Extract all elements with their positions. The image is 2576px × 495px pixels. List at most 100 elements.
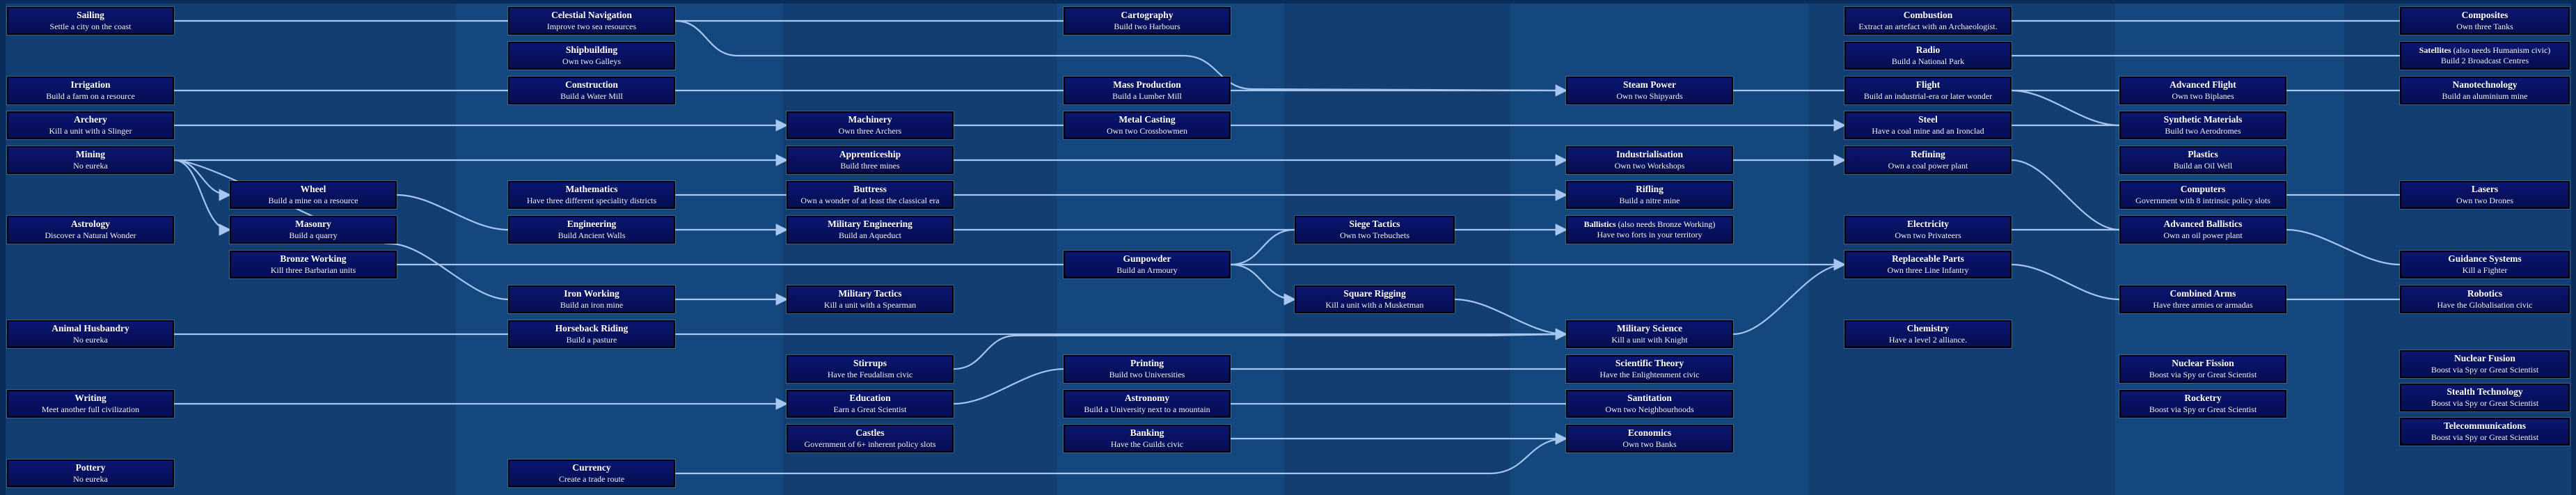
tech-title-line: Writing (74, 393, 106, 404)
tech-eureka: Build an iron mine (560, 300, 624, 311)
tech-name: Ballistics (1583, 219, 1616, 230)
tech-name: Wheel (300, 184, 326, 195)
tech-eureka: Government with 8 intrinsic policy slots (2135, 196, 2270, 206)
tech-title-line: Replaceable Parts (1892, 253, 1964, 265)
edge-refining-advanced_ballistics (2011, 159, 2120, 231)
tech-title-line: Steel (1918, 114, 1938, 126)
tech-eureka: Build a mine on a resource (268, 196, 358, 206)
tech-eureka: Boost via Spy or Great Scientist (2431, 365, 2539, 375)
tech-eureka: Build three mines (840, 161, 900, 171)
tech-eureka: Own two Biplanes (2172, 91, 2234, 102)
tech-title-line: Military Tactics (838, 288, 901, 300)
tech-title-line: Combustion (1904, 10, 1953, 22)
tech-name: Cartography (1121, 10, 1174, 21)
tech-eureka: Discover a Natural Wonder (45, 230, 136, 241)
tech-name: Nanotechnology (2452, 79, 2518, 91)
tech-title-line: Nanotechnology (2452, 79, 2517, 91)
tech-title-line: Scientific Theory (1615, 358, 1684, 370)
tech-title-line: Robotics (2467, 288, 2502, 300)
tech-eureka: Build a Water Mill (560, 91, 623, 102)
tech-title-line: Astrology (71, 219, 110, 230)
tech-title-line: Refining (1911, 149, 1945, 161)
tech-eureka: Have the Guilds civic (1110, 439, 1184, 450)
tech-title-line: Radio (1916, 45, 1941, 56)
tech-name: Synthetic Materials (2163, 114, 2243, 125)
tech-title-line: Santitation (1627, 393, 1672, 404)
era-band (1284, 0, 1510, 495)
tech-eureka: Build 2 Broadcast Centres (2440, 56, 2529, 66)
tech-title-line: Astronomy (1125, 393, 1169, 404)
tech-name: Replaceable Parts (1892, 253, 1964, 265)
tech-eureka: Build a Lumber Mill (1112, 91, 1182, 102)
tech-name: Military Tactics (838, 288, 902, 299)
tech-title-line: Advanced Ballistics (2164, 219, 2243, 230)
tech-box-ballistics: Ballistics (also needs Bronze Working)Ha… (1566, 216, 1733, 244)
tech-title-line: Chemistry (1907, 323, 1950, 335)
tech-title-line: Ballistics (also needs Bronze Working) (1584, 219, 1716, 230)
tech-name: Gunpowder (1123, 253, 1171, 265)
tech-eureka: No eureka (73, 161, 108, 171)
tech-name: Sailing (77, 10, 104, 21)
tech-title-line: Gunpowder (1123, 253, 1171, 265)
tech-title-line: Animal Husbandry (52, 323, 129, 335)
edge-gunpowder-siege_tactics (1230, 228, 1295, 266)
tech-name: Animal Husbandry (52, 323, 129, 334)
tech-eureka: Own three Line Infantry (1887, 265, 1969, 276)
tech-eureka: Kill a unit with a Spearman (823, 300, 917, 311)
tech-title-line: Cartography (1121, 10, 1174, 22)
tech-title-line: Masonry (295, 219, 331, 230)
tech-eureka: Own a coal power plant (1888, 161, 1968, 171)
edge-education-printing (953, 368, 1064, 405)
tech-name: Radio (1915, 45, 1941, 56)
tech-title-line: Banking (1130, 427, 1164, 439)
tech-title-line: Bronze Working (280, 253, 346, 265)
tech-name: Buttress (853, 184, 887, 195)
tech-eureka: Own two Neighbourhoods (1605, 404, 1694, 415)
tech-name: Stirrups (853, 358, 887, 369)
tech-name: Industrialisation (1615, 149, 1684, 160)
tech-eureka: Have a level 2 alliance. (1888, 335, 1968, 345)
tech-eureka: Build a National Park (1891, 56, 1965, 67)
tech-name: Advanced Flight (2170, 79, 2236, 91)
era-band (2571, 0, 2576, 495)
tech-name: Advanced Ballistics (2163, 219, 2243, 230)
tech-name: Steam Power (1622, 79, 1677, 91)
tech-name: Siege Tactics (1349, 219, 1400, 230)
tech-name: Square Rigging (1343, 288, 1406, 299)
tech-eureka: Build a farm on a resource (46, 91, 135, 102)
tech-eureka: Improve two sea resources (546, 22, 637, 32)
tech-eureka: Build an aluminium mine (2442, 91, 2528, 102)
tech-title-line: Flight (1916, 79, 1941, 91)
tech-name: Printing (1130, 358, 1164, 369)
tech-title-line: Combined Arms (2170, 288, 2236, 300)
tech-title-line: Computers (2181, 184, 2226, 196)
tech-title-line: Engineering (567, 219, 617, 230)
tech-title-line: Horseback Riding (555, 323, 629, 335)
tech-title-line: Wheel (301, 184, 326, 196)
tech-title-line: Siege Tactics (1349, 219, 1400, 230)
